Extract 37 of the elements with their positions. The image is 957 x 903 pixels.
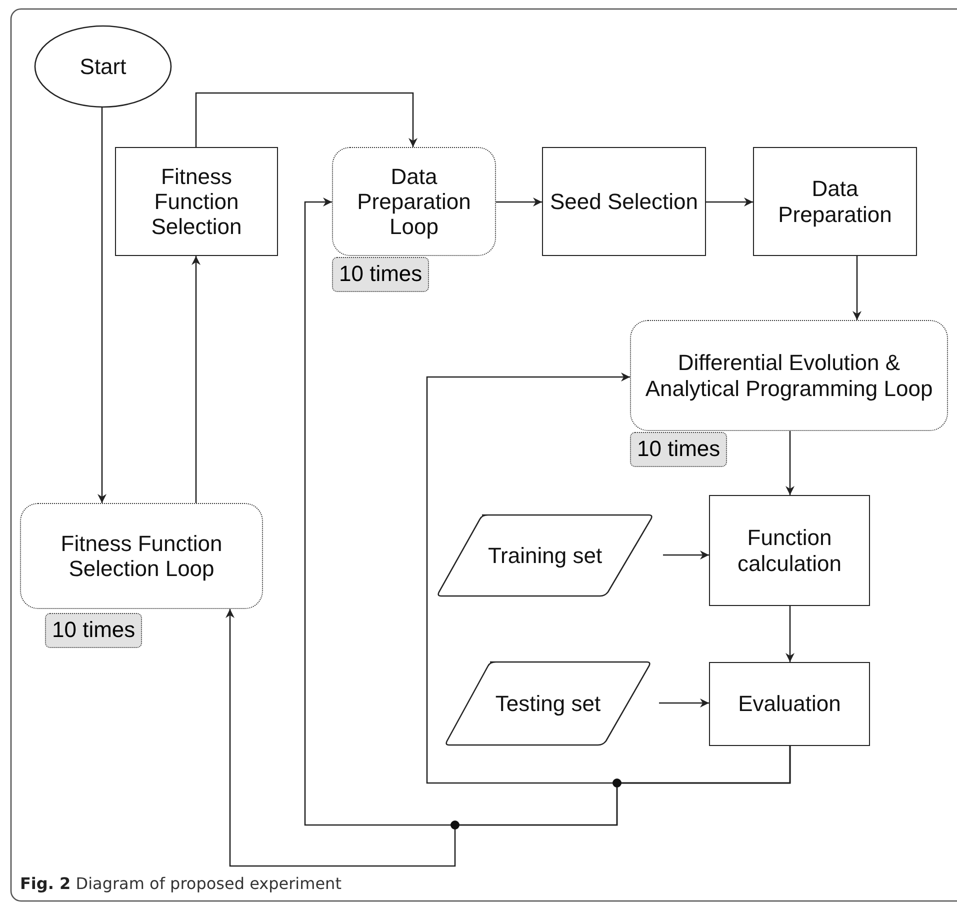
node-label: Function calculation xyxy=(736,525,842,576)
node-label: Start xyxy=(80,54,126,80)
node-label: Evaluation xyxy=(737,691,842,717)
arrow xyxy=(496,198,542,206)
arrow xyxy=(98,107,106,503)
node-label: Data Preparation xyxy=(777,176,893,227)
node-label: Testing set xyxy=(495,690,601,716)
process-box xyxy=(709,495,870,606)
arrow xyxy=(706,198,753,206)
arrow xyxy=(226,609,791,867)
repeat-count-tag: 10 times xyxy=(630,432,728,467)
arrow xyxy=(663,550,709,560)
node-label: Data Preparation Loop xyxy=(356,164,472,240)
repeat-count-tag: 10 times xyxy=(332,257,430,292)
loop-box xyxy=(332,147,496,256)
data-parallelogram xyxy=(437,515,653,596)
arrow xyxy=(195,92,418,147)
node-label: Differential Evolution & Analytical Programming Loop xyxy=(644,350,934,401)
terminator-ellipse xyxy=(35,26,171,107)
repeat-count-tag: 10 times xyxy=(45,613,142,648)
loop-box xyxy=(630,320,948,431)
arrow xyxy=(192,256,200,503)
node-label: Seed Selection xyxy=(549,188,699,214)
arrow xyxy=(852,256,862,320)
figure-caption: Fig. 2 Diagram of proposed experiment xyxy=(20,874,342,893)
loop-box xyxy=(20,503,263,609)
arrow xyxy=(659,698,709,708)
arrow xyxy=(786,606,794,662)
process-box xyxy=(542,147,706,256)
node-label: Training set xyxy=(488,542,602,568)
process-box xyxy=(115,147,278,256)
process-box xyxy=(753,147,917,256)
node-label: Fitness Function Selection Loop xyxy=(60,530,224,582)
data-parallelogram xyxy=(445,662,651,745)
node-label: Fitness Function Selection xyxy=(150,164,243,240)
process-box xyxy=(709,662,870,746)
arrow xyxy=(786,431,794,495)
